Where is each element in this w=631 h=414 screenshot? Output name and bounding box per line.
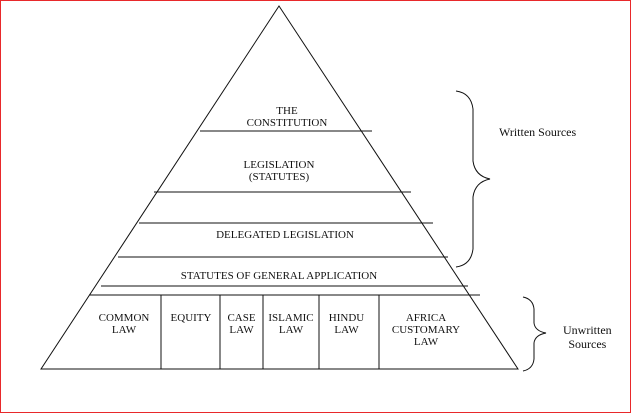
african-customary-line-3: LAW (413, 336, 439, 348)
islamic-law-line-2: LAW (278, 324, 304, 336)
equity-label: EQUITY (170, 312, 212, 324)
hindu-law-label: HINDU LAW (319, 312, 374, 336)
unwritten-sources-line-1: Unwritten (563, 323, 612, 337)
unwritten-sources-line-2: Sources (568, 337, 607, 351)
pyramid-outline (40, 5, 519, 370)
written-sources-brace (455, 90, 491, 268)
hindu-law-line-1: HINDU (328, 312, 365, 324)
african-customary-line-2: CUSTOMARY (391, 324, 461, 336)
african-customary-line-1: AFRICA (405, 312, 447, 324)
unwritten-sources-label: Unwritten Sources (563, 323, 612, 351)
islamic-law-line-1: ISLAMIC (268, 312, 314, 324)
common-law-line-1: COMMON (98, 312, 150, 324)
case-law-label: CASE LAW (220, 312, 263, 336)
constitution-line-1: THE (276, 105, 298, 117)
constitution-line-2: CONSTITUTION (246, 117, 328, 129)
common-law-line-2: LAW (111, 324, 137, 336)
legislation-label: LEGISLATION (STATUTES) (214, 159, 344, 183)
case-law-line-1: CASE (227, 312, 256, 324)
constitution-label: THE CONSTITUTION (222, 105, 352, 129)
legislation-line-1: LEGISLATION (243, 159, 315, 171)
legislation-line-2: (STATUTES) (248, 171, 310, 183)
case-law-line-2: LAW (229, 324, 254, 336)
delegated-legislation-label: DELEGATED LEGISLATION (216, 229, 354, 241)
common-law-label: COMMON LAW (93, 312, 155, 336)
hindu-law-line-2: LAW (334, 324, 359, 336)
statutes-general-label: STATUTES OF GENERAL APPLICATION (180, 270, 378, 282)
unwritten-sources-brace (522, 296, 547, 372)
written-sources-label: Written Sources (499, 125, 577, 139)
african-customary-law-label: AFRICA CUSTOMARY LAW (381, 312, 471, 348)
islamic-law-label: ISLAMIC LAW (263, 312, 319, 336)
